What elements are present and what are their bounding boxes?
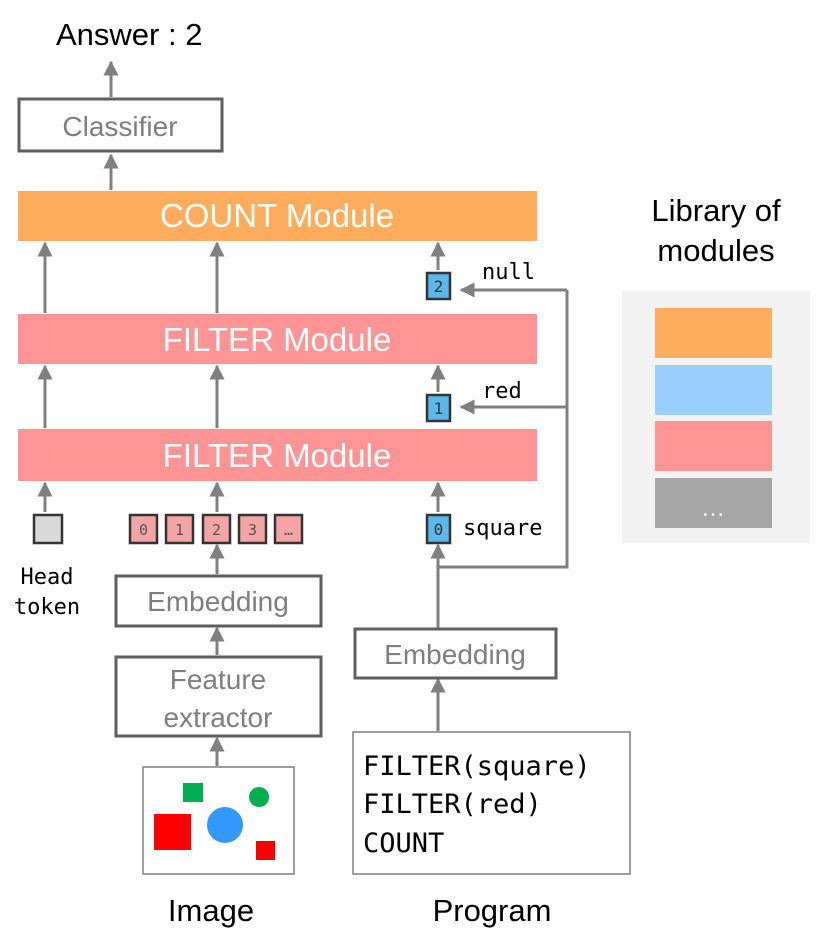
image-token-2 — [201, 513, 232, 545]
filter-module-top-label: FILTER Module — [163, 321, 392, 358]
red-small-square-shape — [256, 841, 275, 860]
image-token-0 — [128, 513, 159, 545]
program-code-line-1: FILTER(square) — [363, 751, 591, 782]
image-token-0-label: 0 — [139, 521, 148, 539]
program-token-0 — [425, 513, 452, 545]
program-token-2-arg: null — [482, 260, 535, 285]
head-token-label-line2: token — [14, 595, 80, 620]
image-embedding-box — [114, 574, 323, 628]
classifier-label: Classifier — [62, 111, 177, 142]
image-embedding-label: Embedding — [147, 586, 289, 617]
connector-lines — [37, 60, 569, 766]
program-token-0-index: 0 — [434, 520, 444, 539]
library-swatch-blue — [655, 365, 772, 415]
red-large-square-shape — [154, 814, 191, 850]
program-caption: Program — [433, 893, 552, 928]
image-token-1-label: 1 — [175, 521, 184, 539]
library-swatch-more-label: … — [701, 495, 725, 522]
image-token-ellipsis-label: … — [284, 521, 293, 539]
library-swatch-filter — [655, 421, 772, 471]
answer-label: Answer : 2 — [56, 17, 202, 52]
feature-extractor-box — [114, 655, 323, 738]
program-token-1-index: 1 — [434, 399, 444, 418]
image-token-list: 0 1 2 3 … — [128, 513, 304, 545]
program-embedding-box — [353, 627, 558, 680]
program-code-line-2: FILTER(red) — [363, 789, 542, 820]
program-code-line-3: COUNT — [363, 828, 444, 859]
image-token-3 — [237, 513, 268, 545]
program-token-1-arg: red — [482, 379, 522, 404]
filter-module-bottom-label: FILTER Module — [163, 437, 392, 474]
image-caption: Image — [168, 893, 254, 928]
green-circle-shape — [249, 787, 269, 807]
program-routing-line — [438, 290, 569, 569]
program-token-0-arg: square — [463, 516, 542, 541]
count-module-bar — [18, 191, 537, 241]
count-module-label: COUNT Module — [160, 197, 394, 234]
library-swatch-count — [655, 308, 772, 358]
classifier-box — [17, 97, 224, 153]
feature-extractor-label-line1: Feature — [170, 664, 267, 695]
filter-module-bottom-bar — [18, 429, 537, 481]
program-token-1 — [425, 393, 452, 423]
green-square-shape — [183, 783, 203, 802]
library-title-line1: Library of — [651, 193, 781, 228]
program-embedding-label: Embedding — [384, 639, 526, 670]
filter-module-top-bar — [18, 314, 537, 364]
feature-extractor-label-line2: extractor — [164, 702, 273, 733]
program-token-2-index: 2 — [434, 277, 444, 296]
head-token — [32, 513, 64, 545]
image-token-ellipsis — [273, 513, 304, 545]
image-token-3-label: 3 — [248, 521, 257, 539]
library-title-line2: modules — [657, 233, 774, 268]
library-swatch-more — [655, 478, 772, 528]
image-token-1 — [164, 513, 195, 545]
program-code-box — [352, 731, 631, 875]
blue-circle-shape — [207, 807, 243, 843]
head-token-label-line1: Head — [21, 565, 74, 590]
program-token-2 — [425, 271, 452, 301]
image-token-2-label: 2 — [212, 521, 221, 539]
